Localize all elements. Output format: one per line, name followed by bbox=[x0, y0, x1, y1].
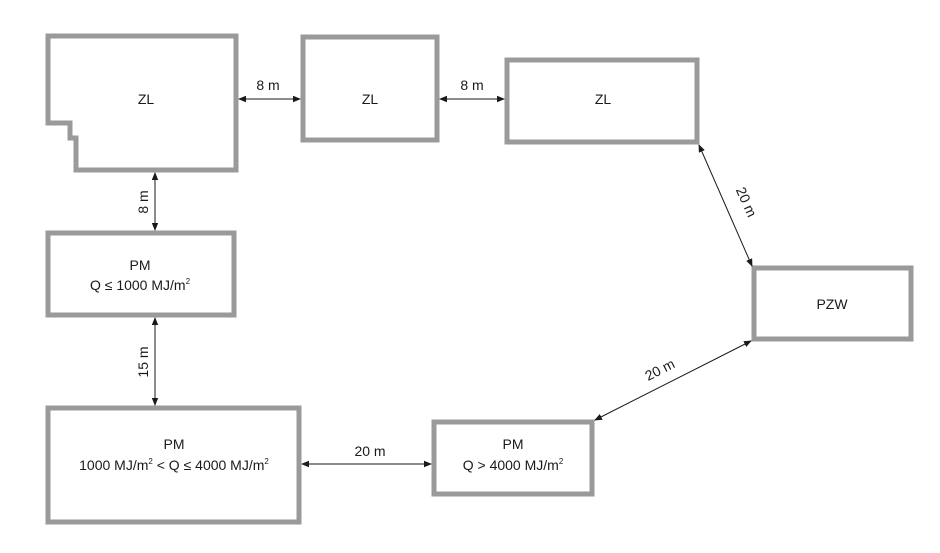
distance-zl2-zl3-label: 8 m bbox=[460, 77, 483, 93]
distance-zl1-zl2: 8 m bbox=[238, 77, 301, 103]
distance-pm-high-pzw: 20 m bbox=[594, 340, 752, 421]
distance-zl3-pzw-label: 20 m bbox=[733, 184, 760, 219]
building-pm-mid-line1: PM bbox=[164, 436, 185, 452]
distance-pm-mid-pm-high-label: 20 m bbox=[354, 443, 385, 459]
building-zl-3: ZL bbox=[504, 57, 700, 145]
building-pm-high-line1: PM bbox=[503, 436, 524, 452]
building-pzw: PZW bbox=[751, 265, 914, 342]
building-zl-2: ZL bbox=[300, 34, 440, 143]
building-zl-1: ZL bbox=[45, 33, 239, 173]
distance-pm-mid-pm-high: 20 m bbox=[301, 443, 432, 468]
building-pm-high: PM Q > 4000 MJ/m2 bbox=[431, 419, 595, 497]
building-zl-1-label: ZL bbox=[138, 91, 155, 107]
building-zl-3-label: ZL bbox=[595, 91, 612, 107]
building-zl-2-label: ZL bbox=[362, 91, 379, 107]
distance-pm-high-pzw-label: 20 m bbox=[642, 355, 677, 383]
distance-zl1-zl2-label: 8 m bbox=[256, 77, 279, 93]
building-pm-low: PM Q ≤ 1000 MJ/m2 bbox=[45, 230, 237, 318]
distance-zl2-zl3: 8 m bbox=[439, 77, 505, 103]
building-pm-low-line1: PM bbox=[130, 257, 151, 273]
distance-zl3-pzw: 20 m bbox=[698, 144, 760, 267]
building-pm-mid: PM 1000 MJ/m2 < Q ≤ 4000 MJ/m2 bbox=[45, 405, 302, 525]
distance-pm-low-pm-mid-label: 15 m bbox=[135, 346, 151, 377]
building-pm-mid-line2: 1000 MJ/m2 < Q ≤ 4000 MJ/m2 bbox=[79, 457, 269, 473]
building-pm-low-line2: Q ≤ 1000 MJ/m2 bbox=[90, 277, 191, 293]
distance-zl1-pm-low: 8 m bbox=[135, 172, 159, 231]
distance-pm-low-pm-mid: 15 m bbox=[135, 317, 159, 406]
distance-zl1-pm-low-label: 8 m bbox=[135, 190, 151, 213]
building-pzw-label: PZW bbox=[816, 296, 848, 312]
building-pm-high-line2: Q > 4000 MJ/m2 bbox=[463, 457, 564, 473]
